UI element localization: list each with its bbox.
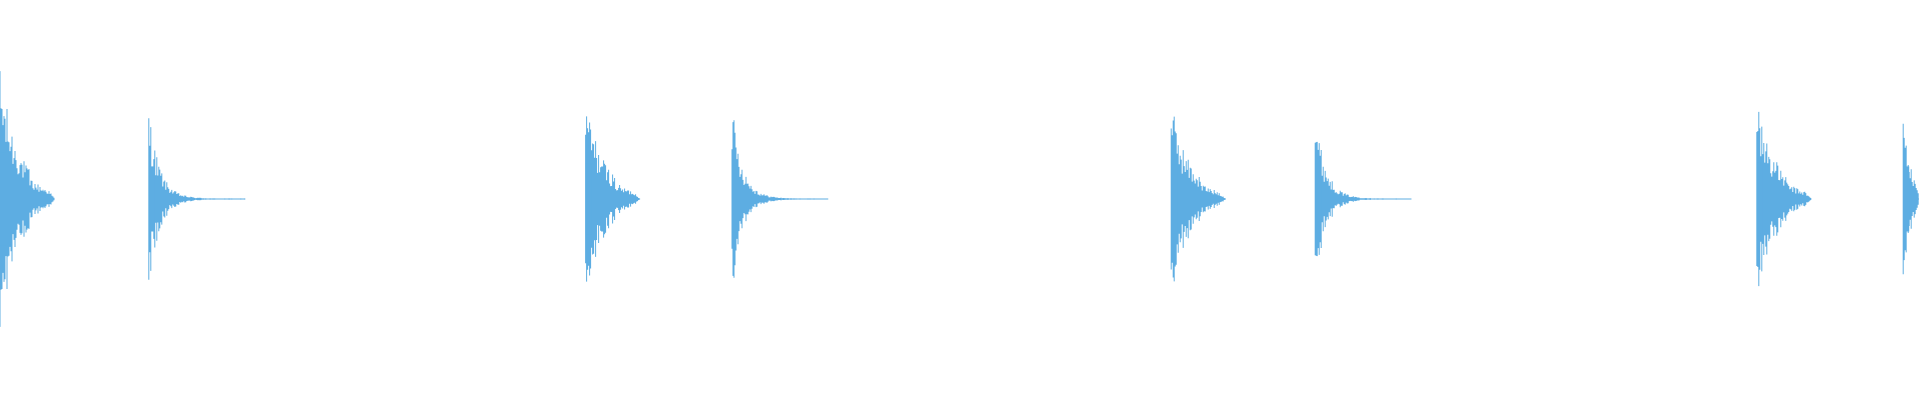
waveform-hit-2 — [148, 118, 246, 280]
waveform-hit-8 — [1902, 123, 1919, 275]
waveform-hit-core — [1171, 164, 1178, 234]
waveform-hit-1 — [0, 71, 55, 327]
waveform-hit-6 — [1314, 141, 1412, 257]
waveform-hit-4 — [731, 120, 829, 278]
waveform-hit-3 — [585, 116, 641, 282]
waveform-hit-core — [0, 152, 6, 246]
waveform-hit-core — [148, 166, 155, 232]
waveform-hit-core — [585, 163, 592, 235]
waveform-hits — [0, 71, 1919, 327]
waveform-hit-core — [1315, 167, 1322, 231]
waveform-hit-7 — [1756, 111, 1812, 287]
waveform-hit-core — [1756, 162, 1763, 236]
waveform-hit-core — [732, 165, 738, 233]
waveform-hit-5 — [1170, 116, 1226, 282]
waveform-hit-core — [1903, 166, 1910, 232]
